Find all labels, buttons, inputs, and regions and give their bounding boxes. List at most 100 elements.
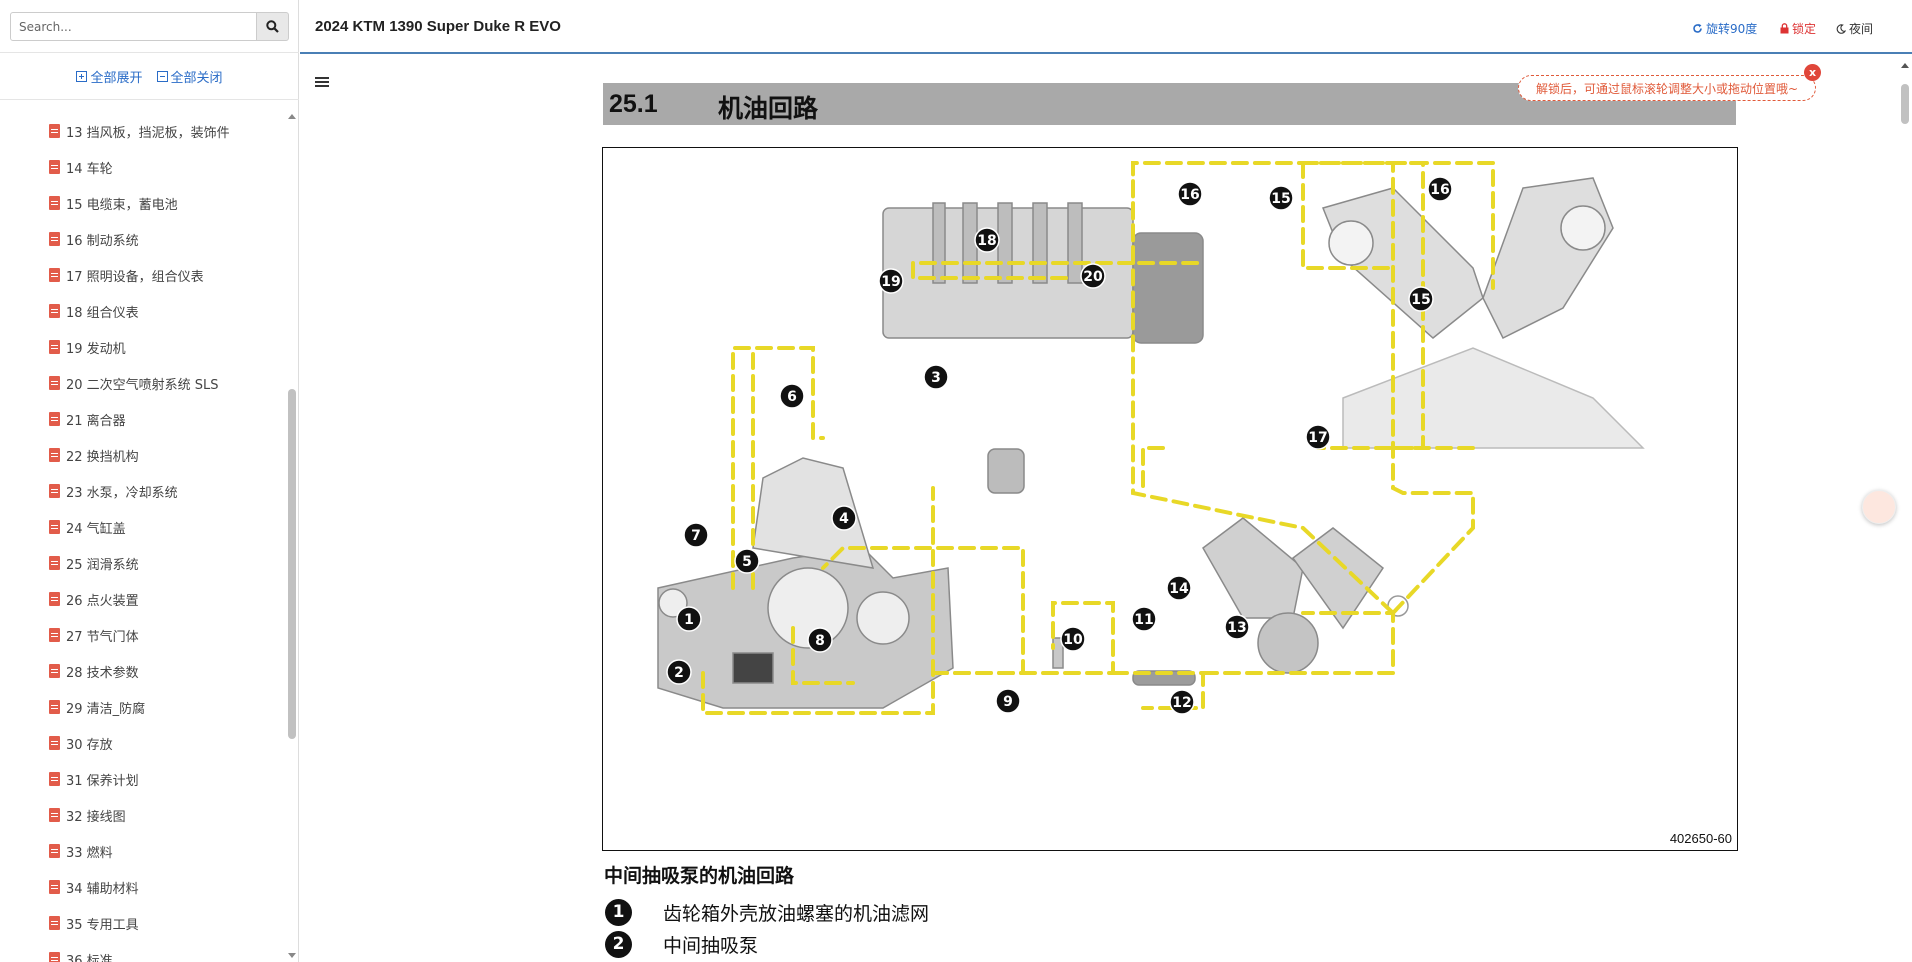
callout-number: 7 <box>691 528 701 544</box>
plus-square-icon <box>76 70 88 82</box>
tree-item[interactable]: 29 清洁_防腐 <box>49 697 145 717</box>
callout-marker: 3 <box>923 364 949 390</box>
expand-all-button[interactable]: 全部展开 <box>76 67 143 86</box>
scroll-up-arrow-icon[interactable] <box>288 114 296 119</box>
sidebar-scrollbar[interactable] <box>287 112 297 962</box>
callout-number: 18 <box>977 233 996 249</box>
callout-marker: 17 <box>1305 424 1331 450</box>
collapse-all-label: 全部关闭 <box>170 70 223 86</box>
document-icon <box>49 808 60 822</box>
search-bar <box>10 12 289 41</box>
tree-item[interactable]: 33 燃料 <box>49 841 113 861</box>
tree-item-label: 15 电缆束，蓄电池 <box>66 197 178 213</box>
tree-item-label: 35 专用工具 <box>66 917 139 933</box>
callout-number: 2 <box>674 665 684 681</box>
expand-all-label: 全部展开 <box>90 70 143 86</box>
callout-marker: 8 <box>807 627 833 653</box>
tree-item[interactable]: 35 专用工具 <box>49 913 139 933</box>
scroll-down-arrow-icon[interactable] <box>288 953 296 958</box>
callout-marker: 7 <box>683 522 709 548</box>
tree-item[interactable]: 34 辅助材料 <box>49 877 139 897</box>
tree-item[interactable]: 28 技术参数 <box>49 661 139 681</box>
tree-item[interactable]: 18 组合仪表 <box>49 301 139 321</box>
legend-item: 2 中间抽吸泵 <box>605 930 758 958</box>
tree-item[interactable]: 27 节气门体 <box>49 625 139 645</box>
minus-square-icon <box>156 70 168 82</box>
callout-marker: 16 <box>1177 181 1203 207</box>
legend-item: 1 齿轮箱外壳放油螺塞的机油滤网 <box>605 898 929 926</box>
callout-number: 16 <box>1180 187 1199 203</box>
sidebar-scroll-thumb[interactable] <box>288 389 296 739</box>
scroll-up-arrow-icon[interactable] <box>1901 63 1909 68</box>
tree-item[interactable]: 36 标准 <box>49 949 113 962</box>
tree-item[interactable]: 24 气缸盖 <box>49 517 126 537</box>
assistant-avatar-icon[interactable] <box>1862 490 1896 524</box>
rotate-button[interactable]: 旋转90度 <box>1692 20 1757 37</box>
search-input[interactable] <box>10 12 257 41</box>
document-icon <box>49 196 60 210</box>
callout-marker: 13 <box>1224 614 1250 640</box>
document-icon <box>49 340 60 354</box>
callout-marker: 5 <box>734 548 760 574</box>
moon-icon <box>1836 23 1846 34</box>
tree-item[interactable]: 13 挡风板，挡泥板，装饰件 <box>49 121 230 141</box>
tree-item-label: 22 换挡机构 <box>66 449 139 465</box>
legend-number-badge: 2 <box>605 930 632 958</box>
chapter-tree: 13 挡风板，挡泥板，装饰件 14 车轮 15 电缆束，蓄电池 16 制动系统 17 照… <box>0 112 288 962</box>
main-scrollbar[interactable] <box>1898 56 1912 962</box>
tree-item[interactable]: 19 发动机 <box>49 337 126 357</box>
tree-item[interactable]: 23 水泵，冷却系统 <box>49 481 178 501</box>
tree-item-label: 31 保养计划 <box>66 773 139 789</box>
tree-item[interactable]: 30 存放 <box>49 733 113 753</box>
callout-number: 11 <box>1134 612 1153 628</box>
tree-item[interactable]: 15 电缆束，蓄电池 <box>49 193 178 213</box>
menu-icon[interactable] <box>315 77 329 89</box>
document-icon <box>49 952 60 962</box>
document-icon <box>49 916 60 930</box>
tree-item-label: 30 存放 <box>66 737 113 753</box>
tree-item[interactable]: 32 接线图 <box>49 805 126 825</box>
tree-item[interactable]: 16 制动系统 <box>49 229 139 249</box>
callout-marker: 12 <box>1169 689 1195 715</box>
callout-number: 8 <box>815 633 825 649</box>
tree-item-label: 28 技术参数 <box>66 665 139 681</box>
document-icon <box>49 592 60 606</box>
callout-number: 6 <box>787 389 797 405</box>
document-icon <box>49 304 60 318</box>
tree-toggle-bar: 全部展开 全部关闭 <box>0 52 299 100</box>
tree-item[interactable]: 14 车轮 <box>49 157 113 177</box>
close-icon[interactable]: x <box>1804 64 1821 81</box>
lock-icon <box>1780 23 1789 34</box>
document-icon <box>49 700 60 714</box>
tree-item-label: 32 接线图 <box>66 809 126 825</box>
lock-button[interactable]: 锁定 <box>1780 20 1816 37</box>
search-button[interactable] <box>256 12 289 41</box>
document-icon <box>49 484 60 498</box>
callout-number: 15 <box>1271 191 1290 207</box>
tree-item[interactable]: 31 保养计划 <box>49 769 139 789</box>
document-icon <box>49 556 60 570</box>
document-icon <box>49 268 60 282</box>
callout-marker: 11 <box>1131 606 1157 632</box>
legend-text: 齿轮箱外壳放油螺塞的机油滤网 <box>663 902 930 925</box>
tree-item[interactable]: 22 换挡机构 <box>49 445 139 465</box>
callout-marker: 16 <box>1427 176 1453 202</box>
tree-item[interactable]: 17 照明设备，组合仪表 <box>49 265 204 285</box>
document-icon <box>49 232 60 246</box>
callout-number: 17 <box>1308 430 1327 446</box>
night-mode-button[interactable]: 夜间 <box>1836 20 1873 37</box>
tree-item[interactable]: 20 二次空气喷射系统 SLS <box>49 373 219 393</box>
collapse-all-button[interactable]: 全部关闭 <box>156 67 223 86</box>
tree-item-label: 29 清洁_防腐 <box>66 701 146 717</box>
tree-item[interactable]: 21 离合器 <box>49 409 126 429</box>
callout-number: 3 <box>931 370 941 386</box>
tree-item[interactable]: 25 润滑系统 <box>49 553 139 573</box>
main-scroll-thumb[interactable] <box>1901 84 1909 124</box>
lock-label: 锁定 <box>1792 22 1817 36</box>
tree-item-label: 24 气缸盖 <box>66 521 126 537</box>
tree-item-label: 19 发动机 <box>66 341 126 357</box>
tree-item[interactable]: 26 点火装置 <box>49 589 139 609</box>
callout-number: 5 <box>742 554 752 570</box>
